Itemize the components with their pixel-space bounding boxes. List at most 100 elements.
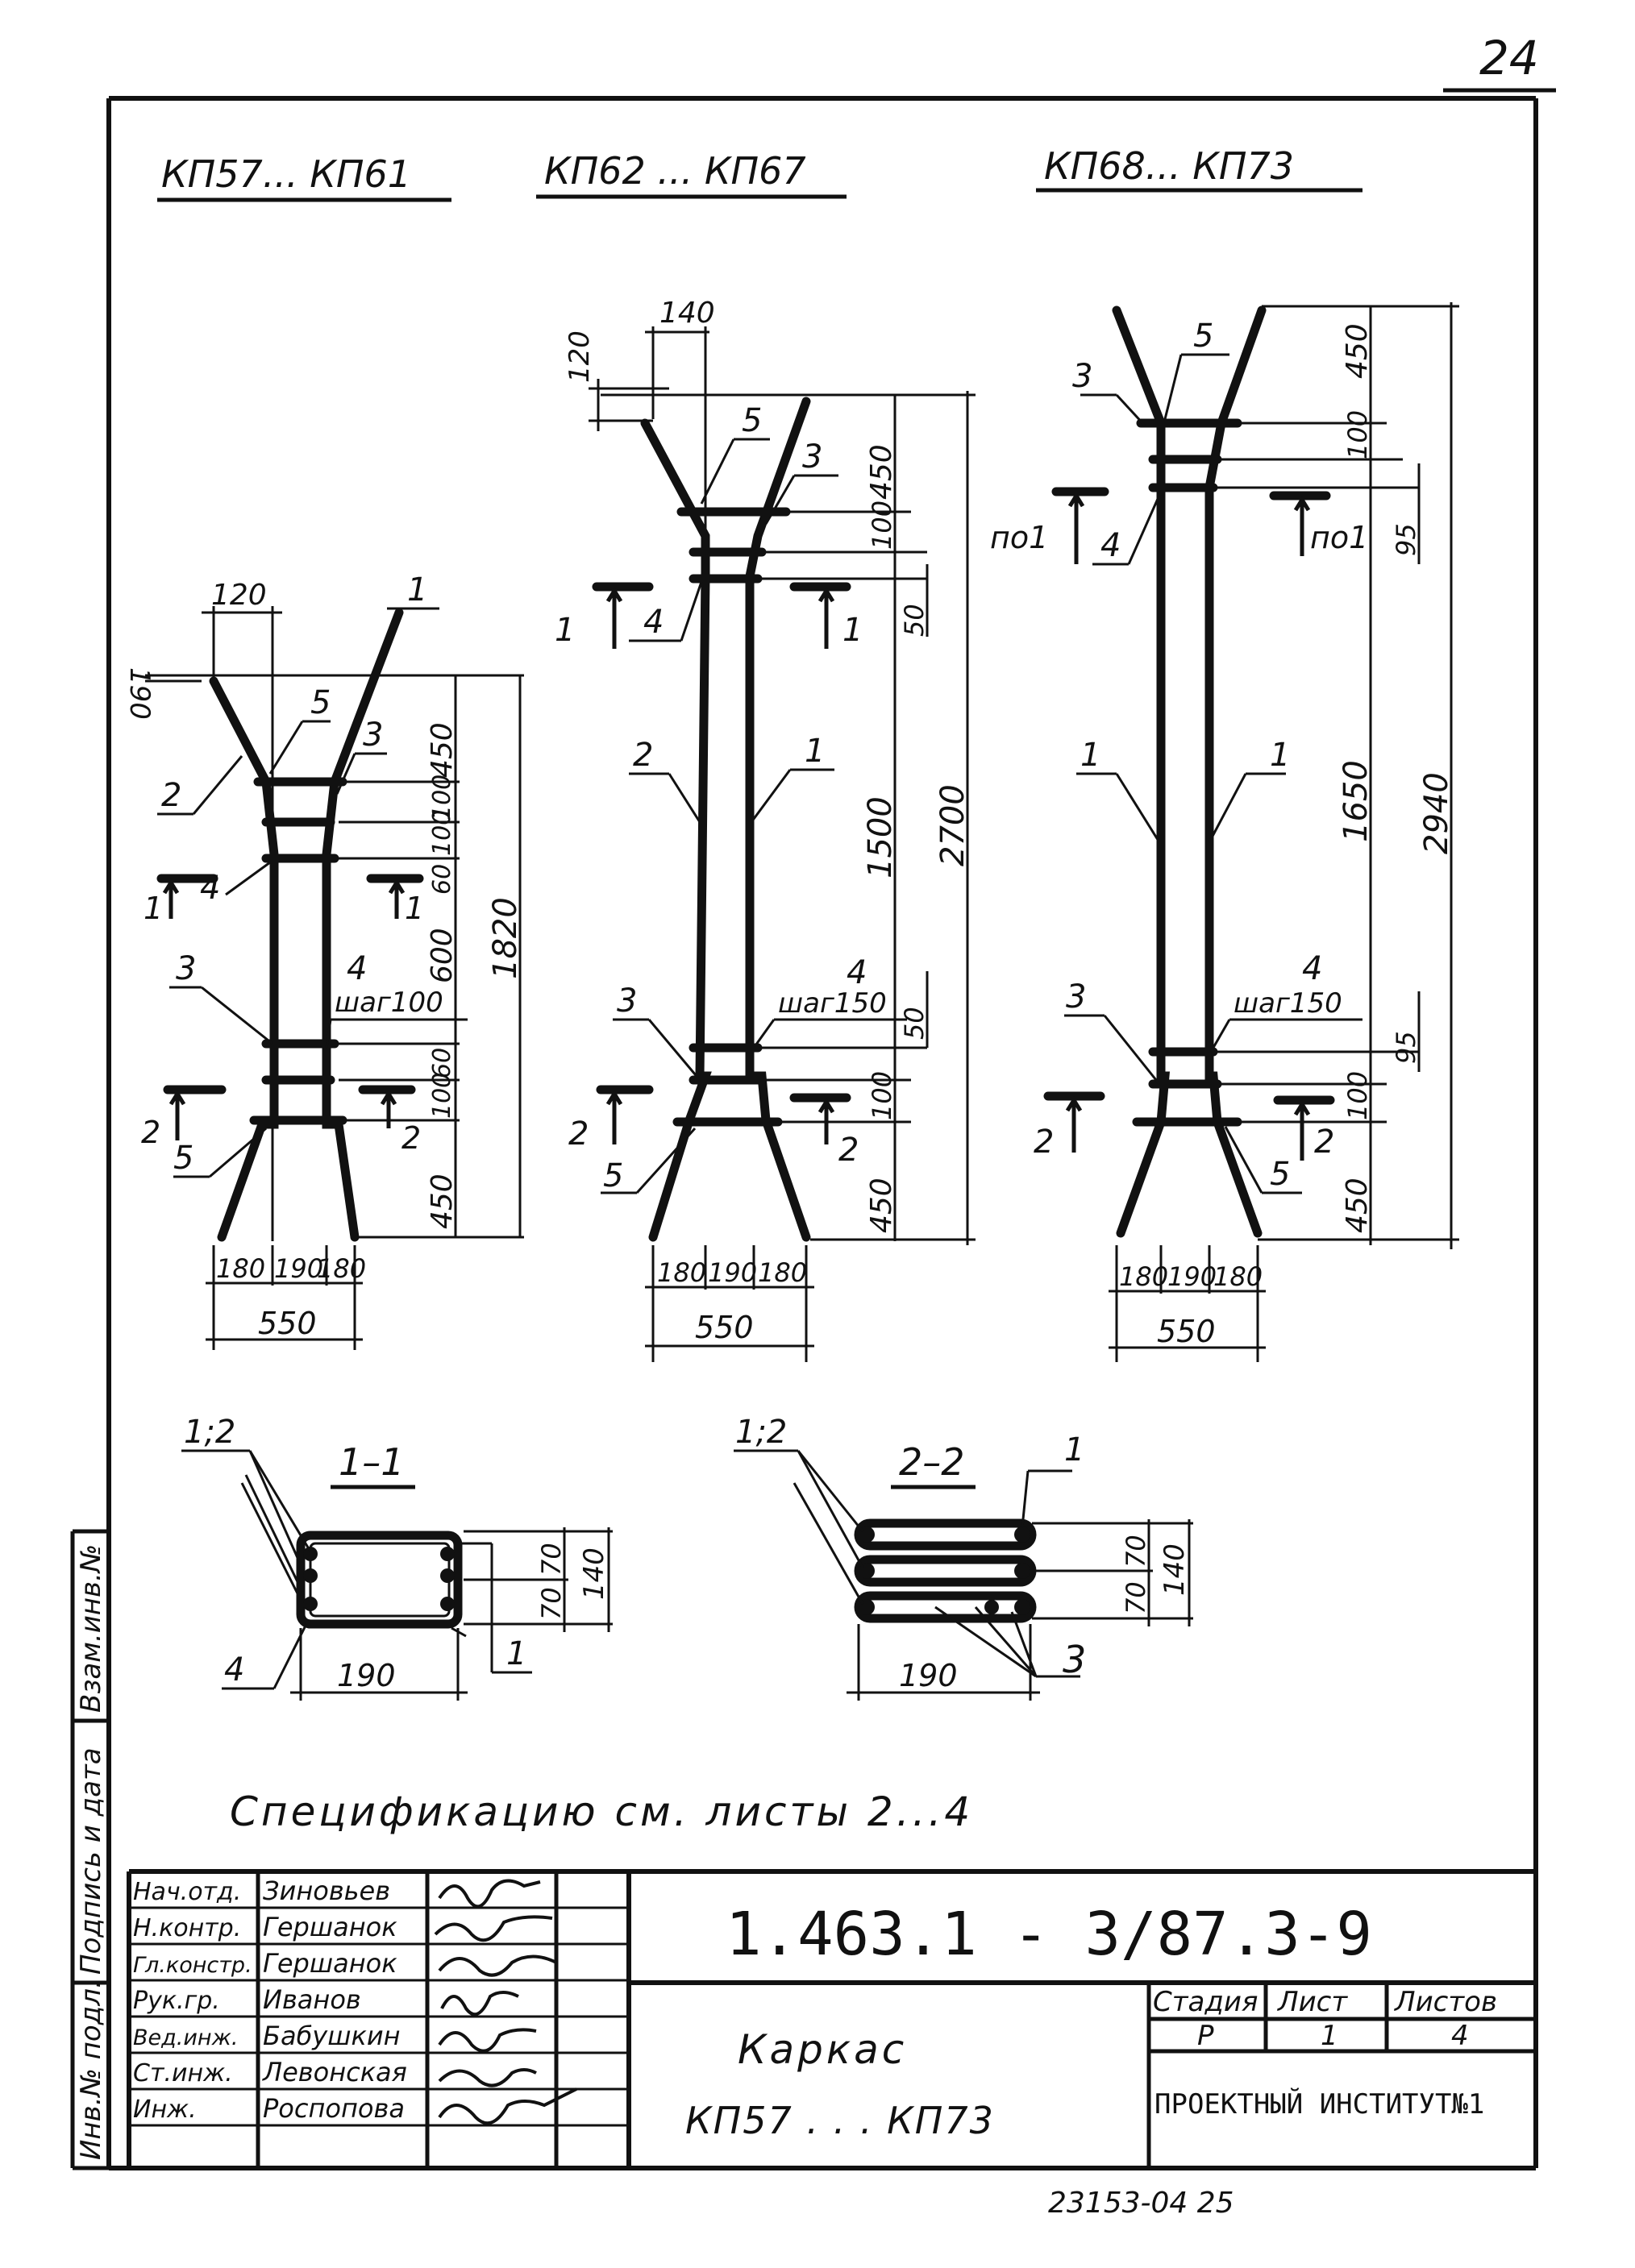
frame-a-section-2-left: 2 — [141, 1115, 160, 1150]
organization: ПРОЕКТНЫЙ ИНСТИТУТ№1 — [1154, 2087, 1484, 2121]
frame-c-bar-left — [1112, 305, 1171, 1238]
frame-b-dim-50-top: 50 — [899, 604, 930, 637]
frame-c-callout-1-right: 1 — [1270, 737, 1290, 774]
specification-note: Спецификацию см. листы 2...4 — [230, 1788, 973, 1835]
frame-b-dim-450-top: 450 — [865, 444, 898, 500]
frame-c-dim-450-top: 450 — [1341, 323, 1374, 379]
frame-b-dim-overall: 2700 — [934, 784, 971, 866]
frame-b-callout-3-bottom: 3 — [617, 982, 637, 1020]
frame-c-section-marks: по1 по1 2 2 — [990, 487, 1368, 1161]
frame-a-callout-4-bottom: 4 — [347, 950, 367, 987]
frame-c-callout-5-bottom: 5 — [1270, 1156, 1290, 1193]
side-label-replace: Взам.инв.№ — [75, 1544, 107, 1713]
frame-a-dim-600: 600 — [426, 928, 459, 983]
frame-c-dim-100-top: 100 — [1342, 410, 1373, 459]
frame-a-dim-100-a: 100 — [428, 775, 456, 820]
frame-b-dim-1500: 1500 — [862, 796, 899, 879]
signatures — [434, 1879, 577, 2125]
name-gershanok-2: Гершанок — [263, 1948, 397, 1979]
frame-b-section-2-right: 2 — [838, 1132, 859, 1169]
frame-b-callout-4-bottom: 4 — [847, 954, 867, 991]
frame-a-dim-100-bottom: 100 — [428, 1073, 456, 1119]
frame-b-section-2-left: 2 — [568, 1115, 589, 1153]
side-stamp: Взам.инв.№ Подпись и дата Инв.№ подл. — [70, 1529, 109, 2170]
section-2-callout-1: 1 — [1064, 1431, 1084, 1468]
title-block: Нач.отд. Н.контр. Гл.констр. Рук.гр. Вед… — [127, 1869, 1536, 2168]
bottom-code: 23153-04 25 — [1048, 2187, 1234, 2220]
frame-a-dim-60-bottom: 60 — [428, 1048, 456, 1078]
role-norm-control: Н.контр. — [133, 1914, 241, 1942]
drawing-frame — [106, 96, 1538, 2170]
frame-a-callout-1: 1 — [407, 571, 427, 609]
stage-value: Р — [1197, 2020, 1214, 2052]
frame-a-dim-100-b: 100 — [428, 810, 456, 856]
frame-a-bar-left — [209, 676, 279, 1242]
frame-b-dim-100-top: 100 — [867, 501, 897, 550]
frame-b-dim-140: 140 — [659, 297, 715, 330]
frame-b: 140 120 450 100 50 1500 50 100 450 2700 … — [555, 297, 976, 1362]
role-lead-engineer: Вед.инж. — [133, 2025, 239, 2050]
frame-a-bottom-180-left: 180 — [216, 1253, 265, 1284]
side-label-inventory: Инв.№ подл. — [75, 1979, 107, 2160]
name-rospopova: Роспопова — [263, 2093, 405, 2124]
frame-a-dim-450-bottom: 450 — [426, 1173, 459, 1229]
section-1-callout-1: 1 — [506, 1635, 526, 1672]
sheet-value: 1 — [1321, 2020, 1338, 2052]
frame-c: 450 100 95 1650 95 100 450 2940 180 190 … — [990, 302, 1459, 1362]
frame-c-section-po1-left: по1 — [990, 520, 1048, 555]
frame-b-section-1-right: 1 — [842, 612, 863, 649]
frame-c-bottom-190: 190 — [1167, 1261, 1217, 1292]
frame-b-dim-100-bottom: 100 — [867, 1071, 897, 1120]
frame-a-bottom-190: 190 — [274, 1253, 323, 1284]
frame-a-section-2-right: 2 — [401, 1120, 421, 1156]
role-group-lead: Рук.гр. — [133, 1987, 220, 2015]
frame-c-section-2-right: 2 — [1314, 1124, 1334, 1161]
frame-c-callout-4-top: 4 — [1100, 527, 1121, 564]
frame-c-callout-1-left: 1 — [1080, 737, 1100, 774]
frame-b-bar-right — [745, 397, 811, 1242]
group-title-b: КП62 ... КП67 — [544, 149, 806, 193]
role-head-dept: Нач.отд. — [133, 1878, 241, 1906]
frame-a-callout-3: 3 — [363, 717, 383, 754]
name-zinovyev: Зиновьев — [263, 1875, 390, 1906]
frame-c-dim-1650: 1650 — [1338, 760, 1375, 842]
frame-a-callout-5: 5 — [310, 684, 331, 721]
frame-c-bottom-180-right: 180 — [1213, 1261, 1263, 1292]
frame-c-callout-3: 3 — [1072, 358, 1092, 395]
frame-c-pitch: шаг150 — [1234, 987, 1342, 1020]
page-number: 24 — [1479, 31, 1539, 85]
doc-number: 1.463.1 - 3/87.3-9 — [726, 1900, 1372, 1969]
section-1-dim-70-a: 70 — [536, 1543, 567, 1576]
frame-a-dim-overall: 1820 — [487, 897, 524, 979]
group-titles: КП57... КП61 КП62 ... КП67 КП68... КП73 — [157, 144, 1362, 202]
frame-b-callout-3: 3 — [802, 438, 822, 476]
name-ivanov: Иванов — [263, 1984, 361, 2015]
section-2-dim-70-a: 70 — [1121, 1535, 1151, 1568]
section-2-dim-140: 140 — [1159, 1543, 1191, 1596]
frame-b-bar-left — [640, 418, 712, 1242]
section-1-callout-4: 4 — [224, 1651, 244, 1689]
frame-c-dim-100-bottom: 100 — [1342, 1071, 1373, 1120]
frame-b-dim-50-bottom: 50 — [899, 1007, 930, 1040]
section-1-title: 1–1 — [339, 1440, 405, 1484]
frame-c-section-po1-right: по1 — [1310, 520, 1368, 555]
frame-c-callout-3-bottom: 3 — [1066, 978, 1086, 1016]
section-2-2: 2–2 1;2 1 3 70 70 140 — [734, 1414, 1193, 1701]
frame-b-callout-4-top: 4 — [643, 604, 664, 641]
frame-c-section-2-left: 2 — [1034, 1124, 1054, 1161]
role-senior-engineer: Ст.инж. — [133, 2059, 233, 2087]
section-1-callout-12: 1;2 — [184, 1414, 235, 1451]
frame-b-dim-450-bottom: 450 — [865, 1178, 898, 1233]
section-2-dim-70-b: 70 — [1121, 1581, 1151, 1614]
frame-b-callout-2: 2 — [633, 737, 653, 774]
frame-c-dim-95-bottom: 95 — [1391, 1031, 1421, 1064]
frame-a-dim-450-top: 450 — [426, 722, 459, 778]
frame-c-callout-5: 5 — [1193, 318, 1213, 355]
name-babushkin: Бабушкин — [263, 2021, 401, 2051]
frame-a-section-1-right: 1 — [405, 891, 424, 926]
frame-a-bar-right — [322, 608, 404, 1242]
frame-c-bottom-total: 550 — [1157, 1314, 1216, 1349]
frame-b-bottom-180-right: 180 — [758, 1257, 807, 1288]
doc-name-line1: Каркас — [738, 2026, 907, 2073]
frame-b-callout-5: 5 — [742, 402, 762, 439]
